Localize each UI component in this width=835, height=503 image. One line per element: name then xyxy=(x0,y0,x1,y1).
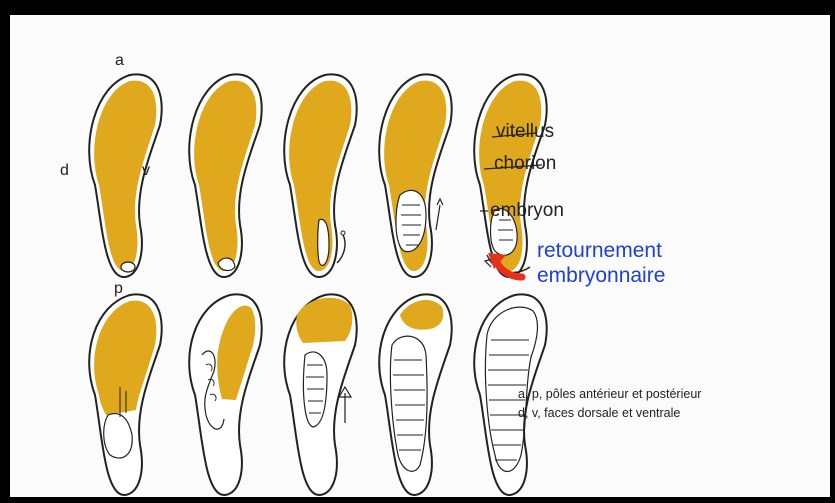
label-retournement: retournement xyxy=(537,239,662,262)
egg-stage-9 xyxy=(379,294,451,495)
egg-stage-5 xyxy=(474,74,546,277)
egg-stage-2 xyxy=(189,74,261,277)
egg-stage-7 xyxy=(189,294,261,495)
pole-label-dorsal: d xyxy=(60,162,69,179)
egg-stage-6 xyxy=(89,294,161,495)
diagram-panel: a p d v vitellus chorion embryon retourn… xyxy=(10,15,830,497)
label-chorion: chorion xyxy=(494,153,556,174)
egg-stage-8 xyxy=(284,294,356,495)
egg-stage-1 xyxy=(89,74,161,277)
legend-line-poles: a, p, pôles antérieur et postérieur xyxy=(518,387,701,401)
pole-label-posterior: p xyxy=(114,280,123,297)
embryo-diagram: a p d v vitellus chorion embryon retourn… xyxy=(10,15,830,497)
egg-stage-3 xyxy=(284,74,356,277)
label-vitellus: vitellus xyxy=(496,121,554,142)
label-embryonnaire: embryonnaire xyxy=(537,264,665,287)
label-embryon: embryon xyxy=(490,200,564,221)
legend-line-faces: d, v, faces dorsale et ventrale xyxy=(518,406,680,420)
pole-label-ventral: v xyxy=(142,162,150,179)
egg-stage-4 xyxy=(379,74,451,277)
pole-label-anterior: a xyxy=(115,52,124,69)
